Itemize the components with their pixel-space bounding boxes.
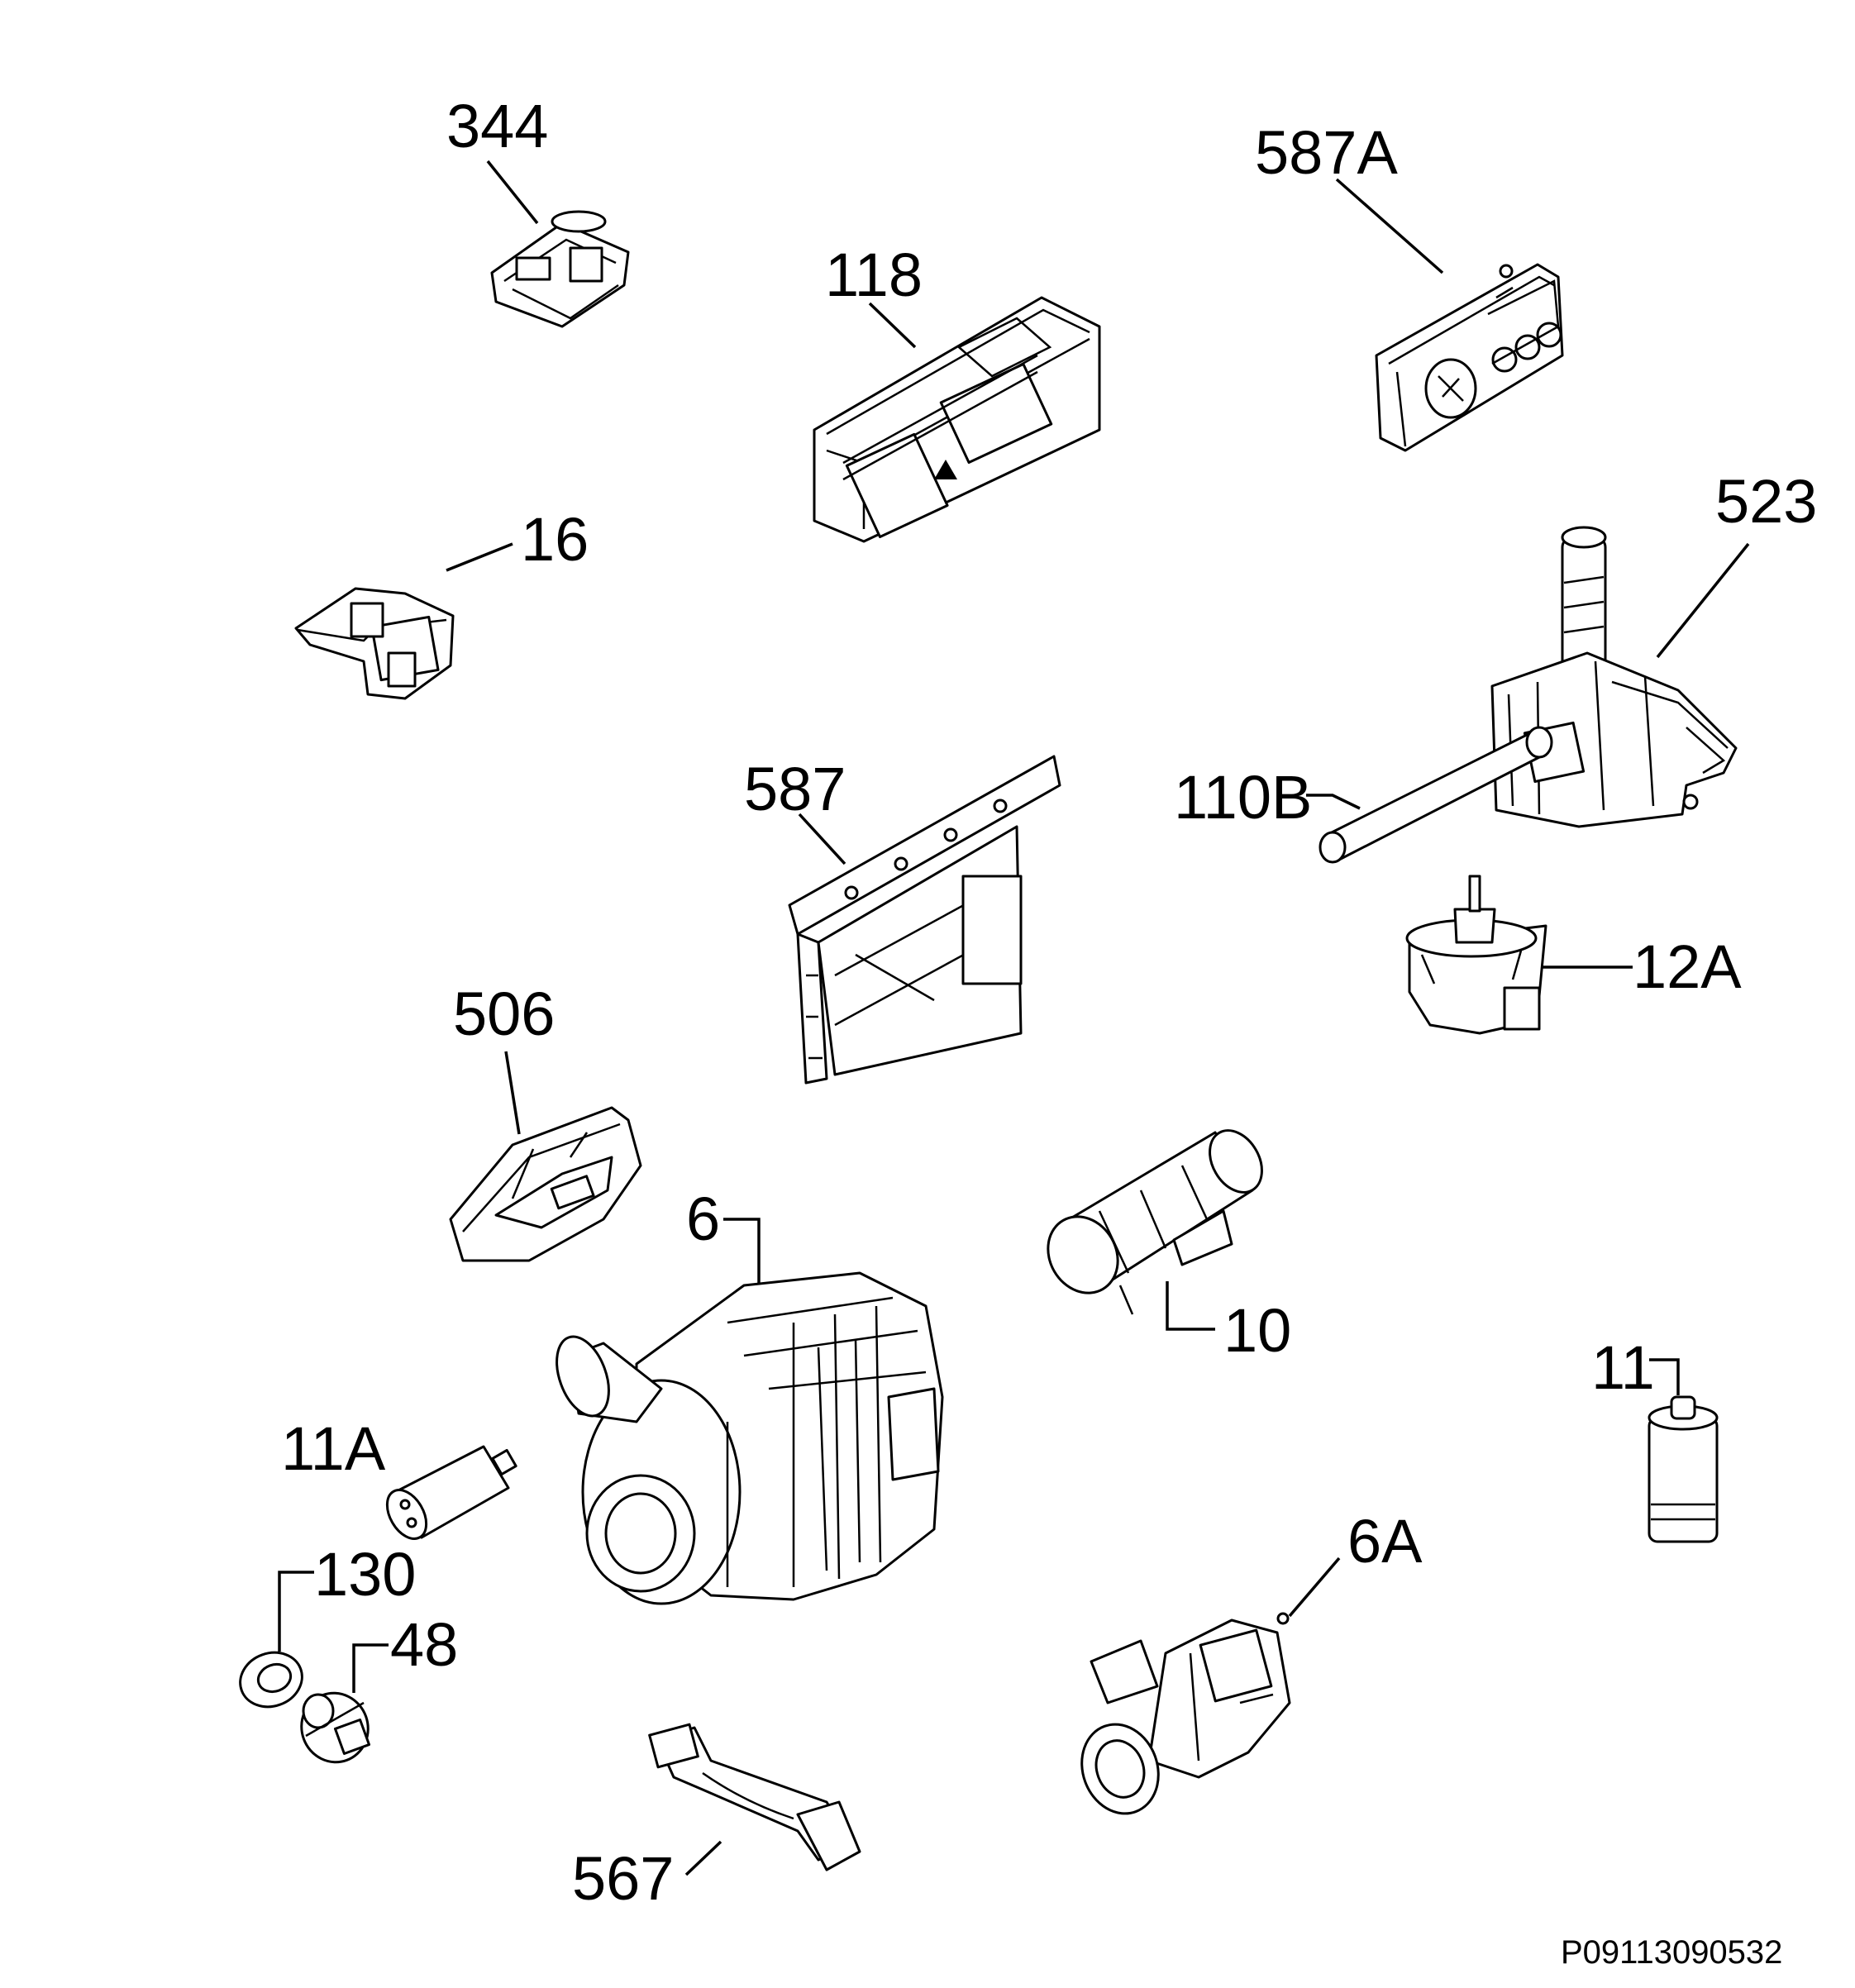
leader-6A	[1288, 1557, 1341, 1618]
part-6A-drain-pump	[1080, 1612, 1291, 1815]
label-344: 344	[446, 92, 548, 160]
part-48-plug	[300, 1691, 371, 1764]
leader-11	[1649, 1358, 1680, 1395]
document-code: P09113090532	[1561, 1934, 1782, 1971]
leader-344	[486, 160, 539, 225]
part-587-bracket	[788, 755, 1061, 1085]
label-587A: 587A	[1255, 118, 1398, 187]
label-587: 587	[744, 755, 846, 823]
label-48: 48	[390, 1610, 458, 1679]
label-110B: 110B	[1174, 763, 1312, 832]
label-130: 130	[314, 1540, 416, 1609]
part-6-circulation-pump	[556, 1271, 944, 1605]
label-567: 567	[572, 1844, 674, 1913]
leader-567	[684, 1840, 722, 1876]
leader-523	[1656, 542, 1750, 659]
part-118-control-module	[813, 296, 1101, 543]
label-6A: 6A	[1347, 1507, 1423, 1576]
part-10-heater	[1047, 1129, 1263, 1315]
part-11A-small-capacitor	[385, 1445, 517, 1540]
leader-506	[504, 1051, 521, 1135]
part-344-switch	[490, 210, 630, 328]
label-10: 10	[1223, 1296, 1291, 1365]
part-12A-pressure-switch	[1405, 875, 1547, 1035]
leader-10	[1166, 1281, 1215, 1331]
part-523-inlet-assembly	[1490, 526, 1738, 828]
label-6: 6	[686, 1185, 720, 1253]
label-12A: 12A	[1633, 932, 1742, 1001]
label-118: 118	[825, 241, 923, 309]
label-523: 523	[1715, 467, 1817, 536]
leader-6	[723, 1218, 761, 1283]
part-587A-electronic-board	[1375, 263, 1564, 452]
part-130-seal-ring	[239, 1651, 303, 1709]
leader-118	[868, 302, 917, 349]
leader-587	[798, 813, 846, 865]
leader-48	[352, 1643, 389, 1693]
label-11: 11	[1591, 1333, 1655, 1402]
leader-587A	[1335, 178, 1444, 274]
label-16: 16	[521, 505, 589, 574]
part-567-cable	[648, 1723, 861, 1871]
label-506: 506	[453, 980, 555, 1048]
part-11-capacitor	[1648, 1395, 1719, 1543]
leader-130	[278, 1571, 314, 1652]
part-16-switch	[294, 587, 455, 700]
leader-110B	[1306, 794, 1361, 810]
leader-16	[446, 542, 513, 572]
label-11A: 11A	[281, 1414, 386, 1483]
part-110B-tube	[1319, 726, 1553, 864]
part-506-door-lock	[449, 1106, 642, 1262]
